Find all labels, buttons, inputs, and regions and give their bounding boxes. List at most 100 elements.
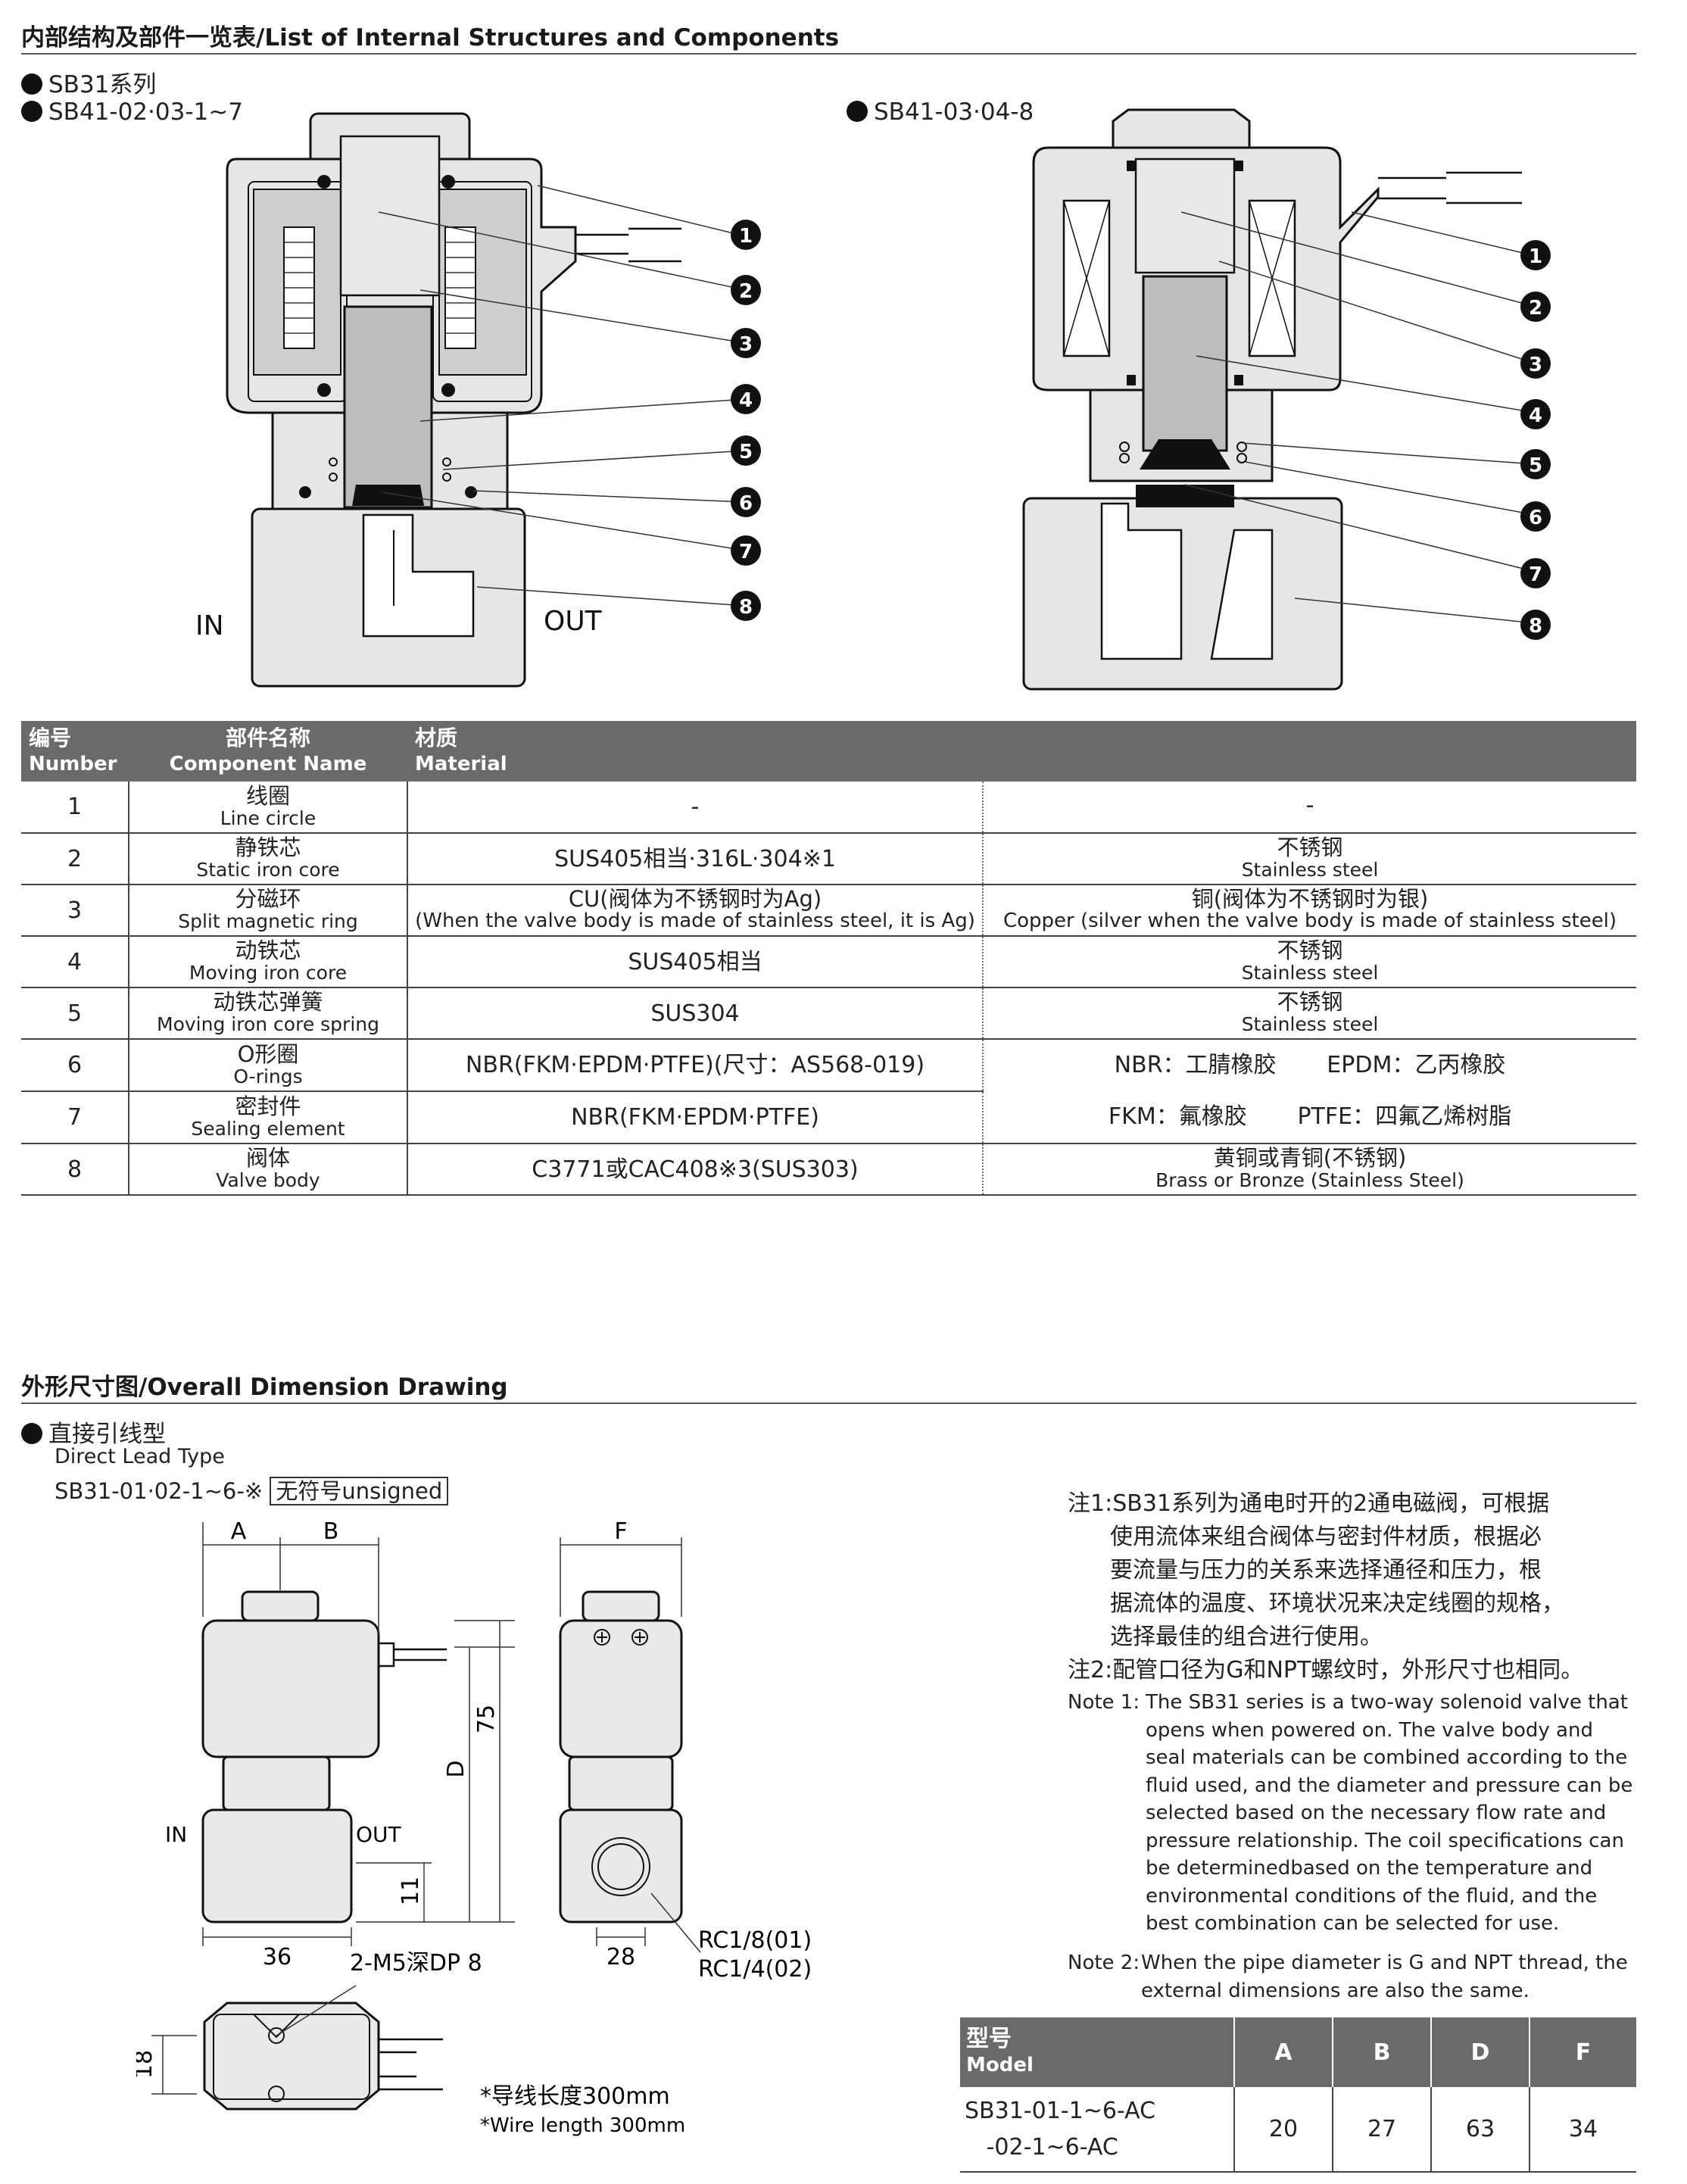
row-number: 3 xyxy=(21,885,129,937)
dim-a-label: A xyxy=(231,1522,247,1545)
callout-label: 5 xyxy=(739,441,753,463)
bullet-icon xyxy=(21,1423,42,1444)
in-label: IN xyxy=(165,1822,187,1847)
dim-36-label: 36 xyxy=(263,1944,292,1970)
callout-label: 6 xyxy=(1529,507,1542,529)
callout-marker xyxy=(1520,399,1551,429)
callout-label: 1 xyxy=(1529,245,1542,268)
dim-d-label: D xyxy=(443,1760,469,1777)
value-f: 34 xyxy=(1529,2087,1636,2173)
row-material-1: - xyxy=(407,782,984,834)
row-number: 1 xyxy=(21,782,129,834)
callout-label: 8 xyxy=(1529,615,1542,638)
note-2-en: Note 2: When the pipe diameter is G and … xyxy=(1068,1952,1628,2002)
header-a: A xyxy=(1233,2017,1333,2087)
series-label: SB31系列 xyxy=(21,65,156,99)
cross-section-right: 1 2 3 4 5 6 7 8 xyxy=(1022,108,1551,691)
dim-b-label: B xyxy=(323,1522,339,1545)
header-d: D xyxy=(1430,2017,1530,2087)
callout-label: 2 xyxy=(1529,297,1542,320)
callout-marker xyxy=(1520,501,1551,532)
callout-marker xyxy=(731,275,761,305)
out-port-label: OUT xyxy=(544,606,603,637)
dim-f-label: F xyxy=(614,1522,627,1545)
row-material-2: 铜(阀体为不锈钢时为银)Copper (silver when the valv… xyxy=(983,885,1637,937)
note-1-zh: 注1:SB31系列为通电时开的2通电磁阀，可根据 使用流体来组合阀体与密封件材质… xyxy=(1068,1490,1564,1650)
table-row: SB31-01-1~6-AC -02-1~6-AC 20 27 63 34 xyxy=(960,2087,1636,2173)
in-port-label: IN xyxy=(195,610,224,641)
dim-28-label: 28 xyxy=(607,1944,635,1970)
callout-marker xyxy=(731,535,761,566)
callout-label: 6 xyxy=(739,492,753,515)
callout-markers-left: 1 2 3 4 5 6 7 8 xyxy=(731,220,761,621)
model-code: SB31-01·02-1~6-※ 无符号unsigned xyxy=(55,1474,449,1505)
callout-markers-right: 1 2 3 4 5 6 7 8 xyxy=(1520,240,1551,640)
bullet-icon xyxy=(847,101,868,122)
header-f: F xyxy=(1529,2017,1636,2087)
callout-marker xyxy=(1520,240,1551,270)
note-1-en: Note 1: The SB31 series is a two-way sol… xyxy=(1068,1691,1633,1935)
section-divider xyxy=(21,53,1636,55)
port-size-02: RC1/4(02) xyxy=(698,1956,812,1983)
row-material-2: 黄铜或青铜(不锈钢)Brass or Bronze (Stainless Ste… xyxy=(983,1143,1637,1196)
value-b: 27 xyxy=(1332,2087,1431,2173)
note-2-zh: 注2:配管口径为G和NPT螺纹时，外形尺寸也相同。 xyxy=(1068,1657,1584,1683)
callout-marker xyxy=(1520,449,1551,479)
lead-type-zh: 直接引线型 xyxy=(21,1415,166,1449)
callout-label: 3 xyxy=(1529,354,1542,376)
section-title-internal: 内部结构及部件一览表/List of Internal Structures a… xyxy=(21,24,840,51)
wire-length-en: *Wire length 300mm xyxy=(480,2114,685,2137)
rubber-legend: NBR：工腈橡胶 EPDM：乙丙橡胶 FKM：氟橡胶 PTFE：四氟乙烯树脂 xyxy=(983,1039,1637,1144)
row-number: 4 xyxy=(21,936,129,988)
callout-marker xyxy=(1520,610,1551,640)
callout-label: 5 xyxy=(1529,454,1542,477)
row-material-1: SUS405相当 xyxy=(407,936,984,988)
callout-label: 8 xyxy=(739,596,753,619)
row-material-1: CU(阀体为不锈钢时为Ag)(When the valve body is ma… xyxy=(407,885,984,937)
callout-label: 7 xyxy=(739,541,753,563)
bullet-icon xyxy=(21,73,42,95)
row-material-1: C3771或CAC408※3(SUS303) xyxy=(407,1143,984,1196)
callout-marker xyxy=(731,435,761,466)
section-title-dimension: 外形尺寸图/Overall Dimension Drawing xyxy=(21,1374,508,1401)
row-number: 5 xyxy=(21,987,129,1040)
cross-section-left: 1 2 3 4 5 6 7 8 IN OUT xyxy=(195,112,761,688)
row-number: 2 xyxy=(21,833,129,885)
callout-label: 2 xyxy=(739,280,753,303)
header-b: B xyxy=(1332,2017,1431,2087)
row-number: 7 xyxy=(21,1091,129,1144)
dim-18-label: 18 xyxy=(136,2050,157,2079)
bullet-icon xyxy=(21,101,42,122)
lead-type-en: Direct Lead Type xyxy=(55,1445,225,1468)
row-number: 8 xyxy=(21,1143,129,1196)
callout-marker xyxy=(1520,292,1551,322)
row-number: 6 xyxy=(21,1039,129,1092)
callout-marker xyxy=(1520,558,1551,588)
dimension-drawing: A B F D 75 11 36 28 18 IN OUT RC1/8(01) … xyxy=(136,1522,812,2137)
dim-11-label: 11 xyxy=(398,1877,424,1905)
model-label-left: SB41-02·03-1~7 xyxy=(21,98,243,126)
row-material-1: SUS304 xyxy=(407,987,984,1040)
callout-label: 4 xyxy=(739,389,753,412)
row-material-2: - xyxy=(983,782,1637,834)
